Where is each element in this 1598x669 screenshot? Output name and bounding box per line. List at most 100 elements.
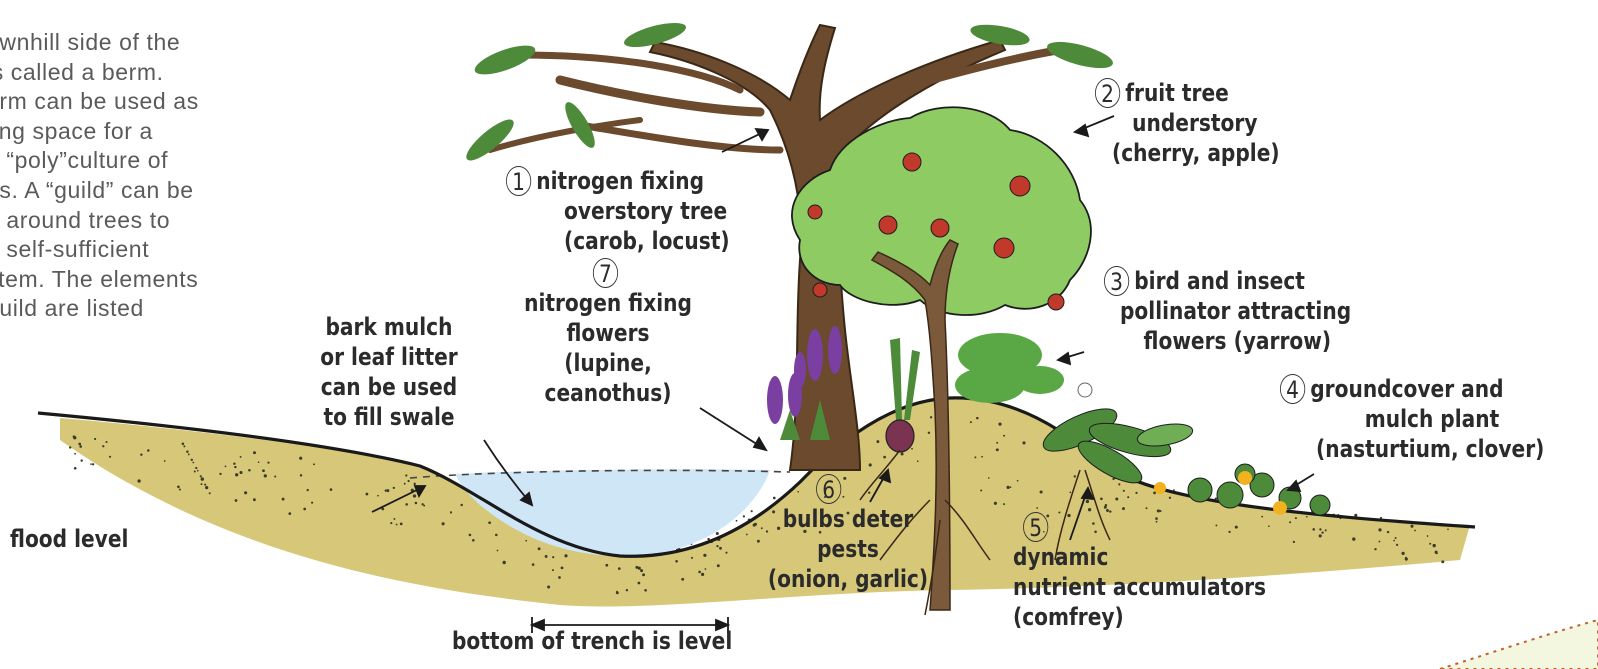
soil-speck bbox=[644, 589, 647, 592]
soil-speck bbox=[195, 467, 197, 469]
soil-speck bbox=[1441, 560, 1444, 563]
soil-speck bbox=[725, 552, 727, 554]
number-badge-5: 5 bbox=[1023, 512, 1048, 542]
soil-speck bbox=[235, 473, 238, 476]
soil-speck bbox=[970, 421, 972, 423]
label-fruit-tree-rest: understory (cherry, apple) bbox=[1112, 108, 1280, 168]
fruit-tree-line-1: fruit tree bbox=[1125, 79, 1229, 107]
soil-speck bbox=[183, 445, 185, 447]
soil-speck bbox=[876, 440, 879, 443]
soil-speck bbox=[736, 520, 738, 522]
soil-speck bbox=[626, 589, 628, 591]
soil-speck bbox=[201, 477, 204, 480]
soil-speck bbox=[219, 473, 221, 475]
soil-speck bbox=[179, 488, 181, 490]
soil-speck bbox=[201, 483, 203, 485]
soil-speck bbox=[102, 445, 104, 447]
soil-speck bbox=[1436, 552, 1438, 554]
soil-speck bbox=[74, 453, 76, 455]
soil-speck bbox=[258, 461, 260, 463]
soil-speck bbox=[69, 446, 71, 448]
soil-speck bbox=[605, 564, 608, 567]
soil-speck bbox=[200, 475, 202, 477]
groundcover-line-2: mulch plant bbox=[1316, 404, 1544, 434]
soil-speck bbox=[472, 539, 475, 542]
mulch-line-2: or leaf litter bbox=[309, 342, 469, 372]
soil-speck bbox=[253, 451, 256, 454]
soil-speck bbox=[698, 571, 701, 574]
mulch-line-1: bark mulch bbox=[309, 312, 469, 342]
label-mulch: bark mulch or leaf litter can be used to… bbox=[309, 312, 469, 432]
number-badge-3: 3 bbox=[1104, 266, 1129, 296]
soil-speck bbox=[1410, 525, 1413, 528]
soil-speck bbox=[1123, 490, 1125, 492]
soil-speck bbox=[396, 524, 398, 526]
intro-line: ting space for a bbox=[0, 117, 316, 147]
soil-speck bbox=[390, 522, 392, 524]
soil-speck bbox=[365, 493, 368, 496]
soil-speck bbox=[495, 534, 498, 537]
soil-speck bbox=[147, 449, 150, 452]
soil-speck bbox=[393, 518, 395, 520]
soil-speck bbox=[1010, 486, 1012, 488]
soil-speck bbox=[616, 591, 619, 594]
mulch-line-3: can be used bbox=[309, 372, 469, 402]
number-badge-7: 7 bbox=[593, 258, 618, 288]
soil-speck bbox=[186, 450, 188, 452]
soil-speck bbox=[1017, 480, 1019, 482]
soil-speck bbox=[413, 483, 415, 485]
soil-speck bbox=[1268, 525, 1270, 527]
soil-speck bbox=[1427, 535, 1429, 537]
soil-speck bbox=[538, 547, 541, 550]
soil-speck bbox=[503, 561, 506, 564]
soil-speck bbox=[525, 540, 527, 542]
soil-speck bbox=[1036, 507, 1038, 509]
soil-speck bbox=[442, 522, 445, 525]
soil-speck bbox=[716, 545, 718, 547]
soil-speck bbox=[137, 479, 140, 482]
soil-speck bbox=[1169, 497, 1171, 499]
pollinator-line-3: flowers (yarrow) bbox=[1120, 326, 1351, 356]
soil-speck bbox=[911, 448, 913, 450]
groundcover-line-3: (nasturtium, clover) bbox=[1316, 434, 1544, 464]
soil-speck bbox=[705, 568, 707, 570]
soil-speck bbox=[80, 459, 82, 461]
soil-speck bbox=[1401, 552, 1404, 555]
soil-speck bbox=[640, 569, 643, 572]
soil-speck bbox=[300, 474, 302, 476]
overstory-line-2: overstory tree bbox=[564, 196, 730, 226]
label-pollinator-rest: pollinator attracting flowers (yarrow) bbox=[1120, 296, 1351, 356]
soil-speck bbox=[1074, 475, 1076, 477]
label-flood-level: flood level bbox=[10, 524, 128, 554]
label-overstory-rest: overstory tree (carob, locust) bbox=[564, 196, 730, 256]
soil-speck bbox=[423, 505, 425, 507]
soil-speck bbox=[1003, 503, 1005, 505]
soil-speck bbox=[244, 491, 247, 494]
soil-speck bbox=[1374, 548, 1376, 550]
soil-speck bbox=[1118, 483, 1120, 485]
soil-speck bbox=[90, 463, 92, 465]
soil-speck bbox=[267, 462, 269, 464]
soil-speck bbox=[264, 474, 267, 477]
soil-speck bbox=[1393, 540, 1395, 542]
soil-speck bbox=[303, 508, 306, 511]
intro-line: stem. The elements bbox=[0, 265, 316, 295]
soil-speck bbox=[1295, 517, 1297, 519]
soil-speck bbox=[1321, 531, 1323, 533]
soil-speck bbox=[262, 469, 265, 472]
soil-speck bbox=[1289, 521, 1291, 523]
soil-speck bbox=[545, 555, 548, 558]
soil-speck bbox=[746, 534, 748, 536]
soil-speck bbox=[719, 547, 722, 550]
groundcover-line-1: groundcover and bbox=[1310, 375, 1503, 403]
soil-speck bbox=[691, 557, 693, 559]
soil-speck bbox=[460, 504, 462, 506]
soil-speck bbox=[225, 466, 227, 468]
soil-speck bbox=[1325, 529, 1327, 531]
label-flowers: 7 nitrogen fixing flowers (lupine, ceano… bbox=[516, 258, 701, 408]
flowers-line-3: (lupine, bbox=[516, 348, 701, 378]
number-badge-4: 4 bbox=[1280, 374, 1305, 404]
soil-speck bbox=[717, 564, 720, 567]
number-badge-1: 1 bbox=[506, 166, 531, 196]
soil-speck bbox=[743, 515, 745, 517]
